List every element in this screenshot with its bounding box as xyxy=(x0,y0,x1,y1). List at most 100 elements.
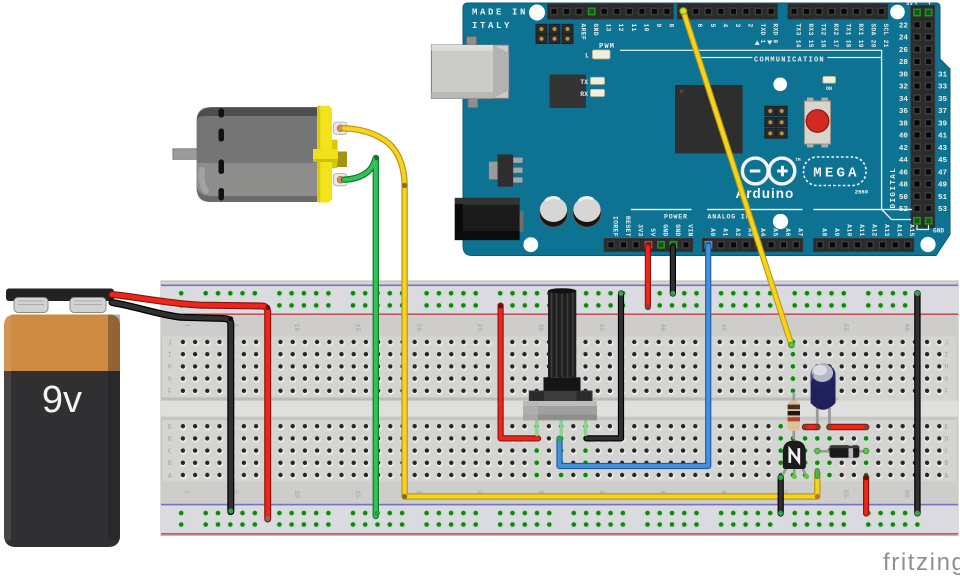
svg-text:6: 6 xyxy=(696,24,703,28)
svg-text:E: E xyxy=(168,424,172,431)
svg-text:39: 39 xyxy=(938,120,948,128)
svg-text:ANALOG IN: ANALOG IN xyxy=(708,214,751,221)
svg-text:15: 15 xyxy=(354,324,361,332)
svg-text:H: H xyxy=(168,364,172,371)
svg-text:5: 5 xyxy=(232,324,239,328)
svg-text:A11: A11 xyxy=(858,224,865,237)
svg-text:I: I xyxy=(945,352,949,359)
svg-text:fritzing: fritzing xyxy=(883,549,960,576)
svg-text:48: 48 xyxy=(899,182,909,190)
svg-text:RX: RX xyxy=(580,91,588,98)
svg-text:SDA 20: SDA 20 xyxy=(869,24,876,48)
svg-text:A1: A1 xyxy=(721,228,728,236)
svg-text:43: 43 xyxy=(938,145,948,153)
svg-text:31: 31 xyxy=(938,71,948,79)
svg-text:Arduino: Arduino xyxy=(736,186,795,201)
svg-text:26: 26 xyxy=(899,47,909,55)
svg-text:A8: A8 xyxy=(820,228,827,236)
svg-text:13: 13 xyxy=(605,24,612,32)
svg-text:55: 55 xyxy=(842,324,849,332)
svg-text:RXD 0: RXD 0 xyxy=(772,24,779,44)
svg-text:51: 51 xyxy=(938,194,948,202)
svg-text:10: 10 xyxy=(642,24,649,32)
svg-text:RX3 15: RX3 15 xyxy=(807,24,814,48)
svg-text:E: E xyxy=(945,424,949,431)
svg-text:G: G xyxy=(945,376,949,383)
svg-text:25: 25 xyxy=(476,324,483,332)
svg-text:A: A xyxy=(168,472,172,479)
svg-text:AREF: AREF xyxy=(580,24,587,41)
svg-text:5: 5 xyxy=(232,490,239,494)
svg-text:3: 3 xyxy=(734,24,741,28)
svg-text:9: 9 xyxy=(655,24,662,28)
svg-text:PWM: PWM xyxy=(599,43,615,51)
svg-text:45: 45 xyxy=(938,157,948,165)
svg-text:DIGITAL: DIGITAL xyxy=(890,167,898,209)
svg-text:53: 53 xyxy=(938,206,948,214)
svg-text:TXD 1: TXD 1 xyxy=(759,24,766,44)
svg-text:A6: A6 xyxy=(784,228,791,236)
svg-text:34: 34 xyxy=(899,96,909,104)
svg-text:35: 35 xyxy=(938,96,948,104)
svg-text:2: 2 xyxy=(746,24,753,28)
svg-text:F: F xyxy=(168,388,172,395)
svg-text:24: 24 xyxy=(899,35,909,43)
svg-text:B: B xyxy=(945,460,949,467)
svg-text:3V3: 3V3 xyxy=(636,224,643,237)
svg-text:B: B xyxy=(168,460,172,467)
svg-text:44: 44 xyxy=(899,157,909,165)
svg-text:45: 45 xyxy=(720,324,727,332)
svg-text:A7: A7 xyxy=(797,228,804,236)
svg-text:TM: TM xyxy=(796,159,802,163)
svg-text:GND: GND xyxy=(674,224,681,237)
svg-text:ITALY: ITALY xyxy=(472,21,512,31)
svg-text:10: 10 xyxy=(293,490,300,498)
svg-text:A5: A5 xyxy=(772,228,779,236)
svg-text:30: 30 xyxy=(537,324,544,332)
svg-text:9v: 9v xyxy=(42,379,82,421)
svg-text:33: 33 xyxy=(938,84,948,92)
svg-text:A3: A3 xyxy=(746,228,753,236)
svg-text:22: 22 xyxy=(899,22,909,30)
svg-text:10: 10 xyxy=(293,324,300,332)
svg-text:D: D xyxy=(945,436,949,443)
svg-text:35: 35 xyxy=(598,324,605,332)
svg-text:G: G xyxy=(168,376,172,383)
svg-text:60: 60 xyxy=(903,490,910,498)
svg-text:POWER: POWER xyxy=(664,214,688,221)
svg-text:15: 15 xyxy=(354,490,361,498)
svg-text:20: 20 xyxy=(415,324,422,332)
svg-text:A2: A2 xyxy=(734,228,741,236)
svg-text:A15: A15 xyxy=(908,224,915,237)
svg-text:50: 50 xyxy=(899,194,909,202)
svg-text:RX2 17: RX2 17 xyxy=(832,24,839,48)
svg-text:MEGA: MEGA xyxy=(813,166,859,182)
svg-text:MADE IN: MADE IN xyxy=(472,8,528,18)
svg-text:40: 40 xyxy=(899,133,909,141)
svg-text:4: 4 xyxy=(721,24,728,28)
svg-text:11: 11 xyxy=(630,24,637,32)
svg-text:H: H xyxy=(945,364,949,371)
svg-text:12: 12 xyxy=(617,24,624,32)
svg-text:A14: A14 xyxy=(896,224,903,237)
svg-text:GND: GND xyxy=(592,24,599,37)
svg-text:8: 8 xyxy=(667,24,674,28)
svg-text:SCL 21: SCL 21 xyxy=(882,24,889,48)
svg-text:ON: ON xyxy=(826,86,832,92)
svg-text:46: 46 xyxy=(899,169,909,177)
svg-text:2560: 2560 xyxy=(855,189,868,196)
svg-text:C: C xyxy=(945,448,949,455)
svg-text:37: 37 xyxy=(938,108,948,116)
svg-text:36: 36 xyxy=(899,108,909,116)
svg-text:TX2 16: TX2 16 xyxy=(819,24,826,48)
svg-text:IOREF: IOREF xyxy=(611,216,618,237)
svg-text:J: J xyxy=(945,339,949,346)
svg-text:A4: A4 xyxy=(759,228,766,236)
svg-text:RESET: RESET xyxy=(624,216,631,237)
svg-text:1: 1 xyxy=(183,490,190,494)
svg-text:C: C xyxy=(168,448,172,455)
svg-text:GND: GND xyxy=(661,224,668,237)
svg-text:A: A xyxy=(945,472,949,479)
svg-text:A13: A13 xyxy=(883,224,890,237)
svg-text:D: D xyxy=(168,436,172,443)
